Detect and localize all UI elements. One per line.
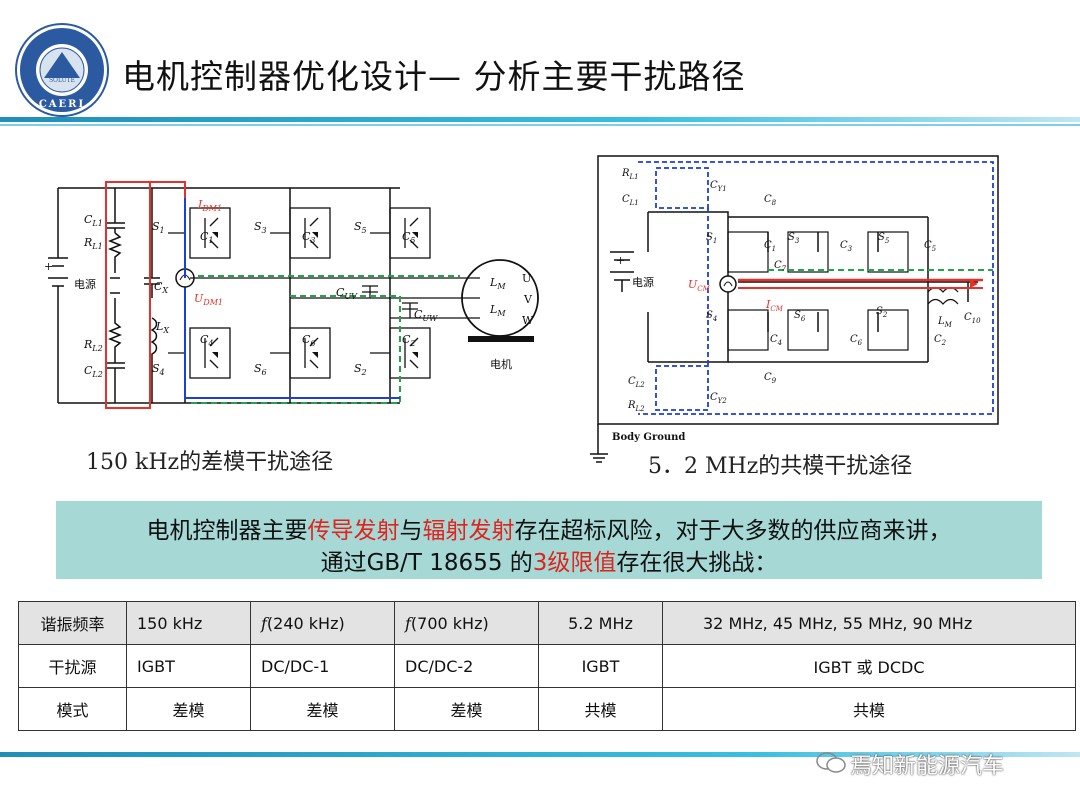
svg-text:+: + <box>44 260 53 273</box>
svg-text:C2: C2 <box>934 334 947 347</box>
svg-text:C2: C2 <box>402 333 416 348</box>
svg-text:RL1: RL1 <box>83 236 103 251</box>
svg-text:C1: C1 <box>764 240 776 253</box>
svg-text:CAERI: CAERI <box>39 99 85 110</box>
svg-text:CUW: CUW <box>414 308 438 323</box>
svg-text:CL2: CL2 <box>84 364 103 379</box>
watermark: 焉知新能源汽车 <box>850 754 1005 779</box>
dm-caption: 150 kHz的差模干扰途径 <box>86 450 334 475</box>
svg-text:S5: S5 <box>354 220 367 235</box>
svg-text:S3: S3 <box>788 232 800 245</box>
svg-text:ICM: ICM <box>765 298 784 313</box>
banner-line-1: 电机控制器主要传导发射与辐射发射存在超标风险，对于大多数的供应商来讲， <box>146 518 952 544</box>
svg-text:C9: C9 <box>764 372 777 385</box>
svg-text:+: + <box>616 254 625 267</box>
svg-text:CUV: CUV <box>336 286 358 301</box>
svg-text:C1: C1 <box>200 230 214 245</box>
caeri-logo: SOLUTE CAERI <box>15 23 109 117</box>
svg-text:CL1: CL1 <box>622 194 639 207</box>
svg-text:C5: C5 <box>402 230 416 245</box>
footer-divider <box>0 752 1080 757</box>
svg-text:LM: LM <box>489 276 506 291</box>
svg-text:LM: LM <box>937 316 953 329</box>
resonance-table: 谐振频率 150 kHz f(240 kHz) f(700 kHz) 5.2 M… <box>18 601 1076 731</box>
svg-text:CL2: CL2 <box>628 376 645 389</box>
svg-text:C4: C4 <box>770 334 782 347</box>
svg-text:电机: 电机 <box>490 357 512 371</box>
svg-text:电源: 电源 <box>632 275 654 289</box>
svg-text:C8: C8 <box>764 194 777 207</box>
svg-text:S6: S6 <box>254 362 267 377</box>
wechat-icon <box>816 752 846 773</box>
svg-text:S4: S4 <box>152 362 165 377</box>
svg-text:Body Ground: Body Ground <box>612 432 685 443</box>
svg-text:LM: LM <box>489 303 506 318</box>
svg-text:S1: S1 <box>706 232 717 245</box>
svg-text:RL1: RL1 <box>621 168 639 181</box>
svg-text:S2: S2 <box>876 306 888 319</box>
svg-text:电源: 电源 <box>74 277 96 291</box>
table-row: 谐振频率 150 kHz f(240 kHz) f(700 kHz) 5.2 M… <box>18 601 1076 645</box>
svg-text:CL1: CL1 <box>84 213 103 228</box>
svg-text:RL2: RL2 <box>627 400 645 413</box>
svg-text:UCM: UCM <box>688 278 711 293</box>
svg-text:SOLUTE: SOLUTE <box>49 77 75 84</box>
cm-caption: 5．2 MHz的共模干扰途径 <box>648 454 913 479</box>
svg-text:C3: C3 <box>302 230 316 245</box>
cm-circuit-diagram: RL1 CL1 CY1 C8 S1 C1 S3 C3 S5 C5 C7 S4 C… <box>590 155 999 463</box>
svg-text:CY1: CY1 <box>710 180 727 193</box>
svg-text:V: V <box>523 293 533 306</box>
svg-text:LX: LX <box>155 320 169 335</box>
svg-text:UDM1: UDM1 <box>194 292 223 307</box>
svg-text:S1: S1 <box>152 220 165 235</box>
svg-text:CY2: CY2 <box>710 392 727 405</box>
svg-text:C5: C5 <box>924 240 937 253</box>
svg-text:W: W <box>522 314 534 327</box>
svg-text:S5: S5 <box>878 232 890 245</box>
svg-text:S4: S4 <box>706 310 717 323</box>
summary-banner: 电机控制器主要传导发射与辐射发射存在超标风险，对于大多数的供应商来讲， 通过GB… <box>56 501 1042 579</box>
svg-text:S6: S6 <box>794 310 806 323</box>
svg-text:C10: C10 <box>964 312 981 325</box>
banner-line-2: 通过GB/T 18655 的3级限值存在很大挑战： <box>320 550 778 576</box>
header-divider <box>0 117 1080 122</box>
svg-text:C4: C4 <box>200 333 214 348</box>
svg-text:C3: C3 <box>840 240 853 253</box>
svg-text:CX: CX <box>154 280 168 295</box>
svg-text:IDM1: IDM1 <box>197 198 222 213</box>
dm-circuit-diagram: CL1 RL1 RL2 CL2 CX LX S1 S3 S5 S4 S6 S2 … <box>44 181 539 409</box>
page-title: 电机控制器优化设计— 分析主要干扰路径 <box>122 57 746 96</box>
svg-text:U: U <box>522 272 531 285</box>
svg-text:S3: S3 <box>254 220 267 235</box>
table-row: 模式 差模 差模 差模 共模 共模 <box>18 687 1076 731</box>
svg-text:C7: C7 <box>774 260 787 273</box>
svg-text:C6: C6 <box>850 334 863 347</box>
svg-text:RL2: RL2 <box>83 338 103 353</box>
svg-text:S2: S2 <box>354 362 367 377</box>
svg-text:C6: C6 <box>302 333 316 348</box>
header-divider-thin <box>0 124 1080 126</box>
table-row: 干扰源 IGBT DC/DC-1 DC/DC-2 IGBT IGBT 或 DCD… <box>18 644 1076 688</box>
